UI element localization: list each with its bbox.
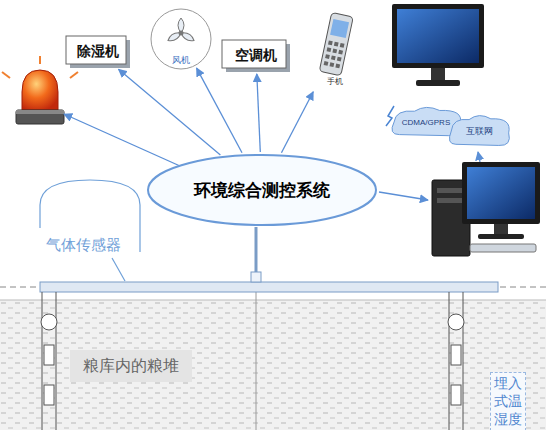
phone-key xyxy=(325,54,330,59)
alarm-light-part xyxy=(16,110,64,124)
wireless-link xyxy=(386,106,394,126)
device-box: 除湿机 xyxy=(66,36,130,68)
sensor-pole-part xyxy=(449,292,450,430)
sensor-pole-part xyxy=(42,292,43,430)
phone-key xyxy=(334,42,339,47)
sensor-pole-part xyxy=(56,292,57,430)
grain-region-part xyxy=(256,292,257,430)
node-text: 粮库内的粮堆 xyxy=(83,356,179,377)
network-cloud-shape xyxy=(449,116,509,146)
fan-circle-shape xyxy=(167,30,183,43)
grain-region-part xyxy=(0,300,546,430)
sensor-pole-part xyxy=(451,345,461,365)
control-system-ellipse: 环境综合测控系统 xyxy=(147,154,377,226)
phone-key xyxy=(331,55,336,60)
remote-monitor-part xyxy=(431,68,445,80)
phone-key xyxy=(335,64,340,69)
sensor-beam-part xyxy=(255,227,258,272)
device-box: 空调机 xyxy=(222,40,290,72)
computer-part xyxy=(462,162,540,224)
fan-circle-shape xyxy=(151,9,211,69)
fan-circle: 风机 xyxy=(150,8,212,70)
node-text: 环境综合测控系统 xyxy=(194,179,330,202)
phone-key xyxy=(324,61,329,66)
fan-circle-shape xyxy=(179,31,184,36)
phone-key xyxy=(330,62,335,67)
grain-region-part xyxy=(0,300,546,301)
node-text: 空调机 xyxy=(235,47,277,65)
network-cloud: 互联网 xyxy=(446,112,512,150)
phone-key xyxy=(337,57,342,62)
control-arrow xyxy=(281,92,313,153)
node-text: 除湿机 xyxy=(77,43,119,61)
computer-part xyxy=(478,234,524,239)
sensor-beam xyxy=(40,227,498,292)
sensor-pole-part xyxy=(451,385,461,405)
phone-key xyxy=(332,49,337,54)
sensor-pole-part xyxy=(448,314,464,330)
alarm-light xyxy=(2,56,78,124)
node-text: 风机 xyxy=(172,54,190,67)
sensor-label: 埋入式温湿度 xyxy=(490,372,526,430)
phone-key xyxy=(327,47,332,52)
device-box-shape xyxy=(66,36,126,64)
alarm-light-part xyxy=(16,110,64,114)
node-text: 互联网 xyxy=(466,125,493,138)
control-arrow-part xyxy=(478,152,480,162)
control-arrow xyxy=(197,68,242,153)
gas-sensor-part xyxy=(112,258,125,281)
phone-key xyxy=(340,43,345,48)
sensor-beam-part xyxy=(40,282,498,292)
node-text: 手机 xyxy=(327,76,343,87)
sensor-pole-part xyxy=(44,345,54,365)
control-arrow xyxy=(257,74,260,152)
sensor-beam-part xyxy=(251,272,261,282)
fan-circle-shape xyxy=(180,30,196,43)
computer-part xyxy=(494,224,508,234)
control-arrow xyxy=(119,69,221,155)
wireless-link-part xyxy=(386,106,394,126)
grain-region xyxy=(0,292,546,430)
sensor-pole-part xyxy=(41,314,57,330)
sensor-pole-part xyxy=(44,385,54,405)
remote-monitor-part xyxy=(392,4,484,68)
control-arrow-part xyxy=(64,114,180,166)
alarm-light-part xyxy=(2,72,10,78)
phone-key xyxy=(338,50,343,55)
control-arrow-part xyxy=(379,192,428,200)
alarm-light-part xyxy=(22,70,58,110)
phone-icon-shape xyxy=(319,12,353,75)
alarm-light-part xyxy=(70,72,78,78)
gas-sensor xyxy=(40,180,140,281)
control-system-ellipse-shape xyxy=(148,155,376,225)
node-text: CDMA/GPRS xyxy=(402,118,450,127)
phone-body xyxy=(319,12,353,75)
grain-pile-box: 粮库内的粮堆 xyxy=(70,350,192,382)
computer-part xyxy=(467,167,535,219)
computer-part xyxy=(437,198,465,203)
sensor-pole-part xyxy=(463,292,464,430)
computer-part xyxy=(470,244,536,252)
sensor-label: 气体传感器 xyxy=(46,236,121,255)
remote-monitor-part xyxy=(397,9,479,63)
computer xyxy=(432,162,540,256)
phone-icon: 手机 xyxy=(312,10,358,90)
alarm-light-part xyxy=(39,56,41,64)
computer-part xyxy=(437,188,465,193)
sensor-pole xyxy=(41,292,464,430)
phone-screen xyxy=(330,19,349,38)
remote-monitor-part xyxy=(416,80,460,86)
phone-key xyxy=(328,41,333,46)
device-box-shape xyxy=(222,40,286,68)
remote-monitor xyxy=(392,4,484,86)
